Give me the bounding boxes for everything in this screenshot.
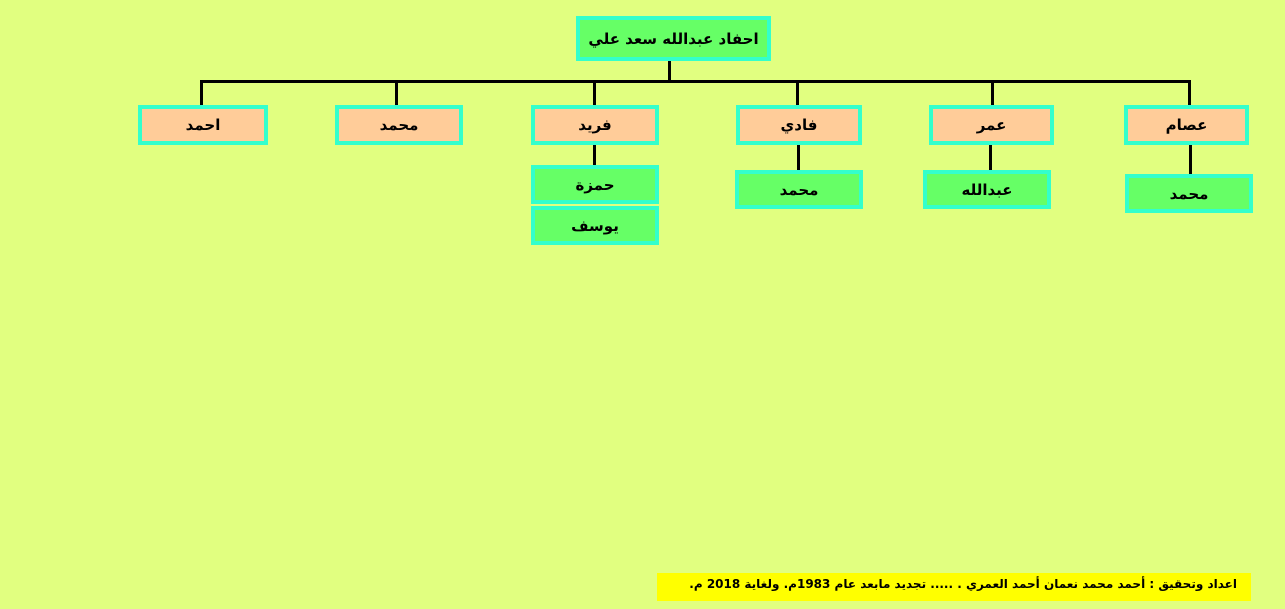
- grandchild-label: محمد: [1169, 184, 1209, 203]
- root-connector: [668, 61, 671, 82]
- grandchild-node: عبدالله: [923, 170, 1051, 209]
- grandchild-node: حمزة: [531, 165, 659, 204]
- root-node: احفاد عبدالله سعد علي: [576, 16, 771, 61]
- grandchild-connector-4: [593, 145, 596, 165]
- child-label: فريد: [578, 116, 612, 134]
- grandchild-label: عبدالله: [961, 180, 1013, 199]
- child-node-2: عمر: [929, 105, 1054, 145]
- child-label: احمد: [185, 116, 221, 134]
- child-connector-3: [796, 80, 799, 105]
- child-node-3: فادي: [736, 105, 862, 145]
- credits-footer: اعداد وتحقيق : أحمد محمد نعمان أحمد العم…: [657, 573, 1251, 601]
- child-connector-2: [991, 80, 994, 105]
- grandchild-label: يوسف: [571, 216, 619, 235]
- grandchild-connector-3: [797, 145, 800, 170]
- grandchild-connector-1: [1189, 145, 1192, 174]
- grandchild-label: حمزة: [575, 175, 615, 194]
- child-label: فادي: [780, 116, 818, 134]
- child-label: عصام: [1165, 116, 1208, 134]
- child-connector-6: [200, 80, 203, 105]
- grandchild-node: محمد: [735, 170, 863, 209]
- root-label: احفاد عبدالله سعد علي: [588, 29, 759, 48]
- child-node-5: محمد: [335, 105, 463, 145]
- child-node-1: عصام: [1124, 105, 1249, 145]
- grandchild-node: يوسف: [531, 206, 659, 245]
- grandchild-connector-2: [989, 145, 992, 170]
- child-connector-4: [593, 80, 596, 105]
- child-node-4: فريد: [531, 105, 659, 145]
- sibling-bar: [200, 80, 1191, 83]
- child-connector-5: [395, 80, 398, 105]
- child-connector-1: [1188, 80, 1191, 105]
- grandchild-node: محمد: [1125, 174, 1253, 213]
- child-label: محمد: [379, 116, 419, 134]
- grandchild-label: محمد: [779, 180, 819, 199]
- child-node-6: احمد: [138, 105, 268, 145]
- child-label: عمر: [976, 116, 1007, 134]
- credits-text: اعداد وتحقيق : أحمد محمد نعمان أحمد العم…: [689, 577, 1237, 591]
